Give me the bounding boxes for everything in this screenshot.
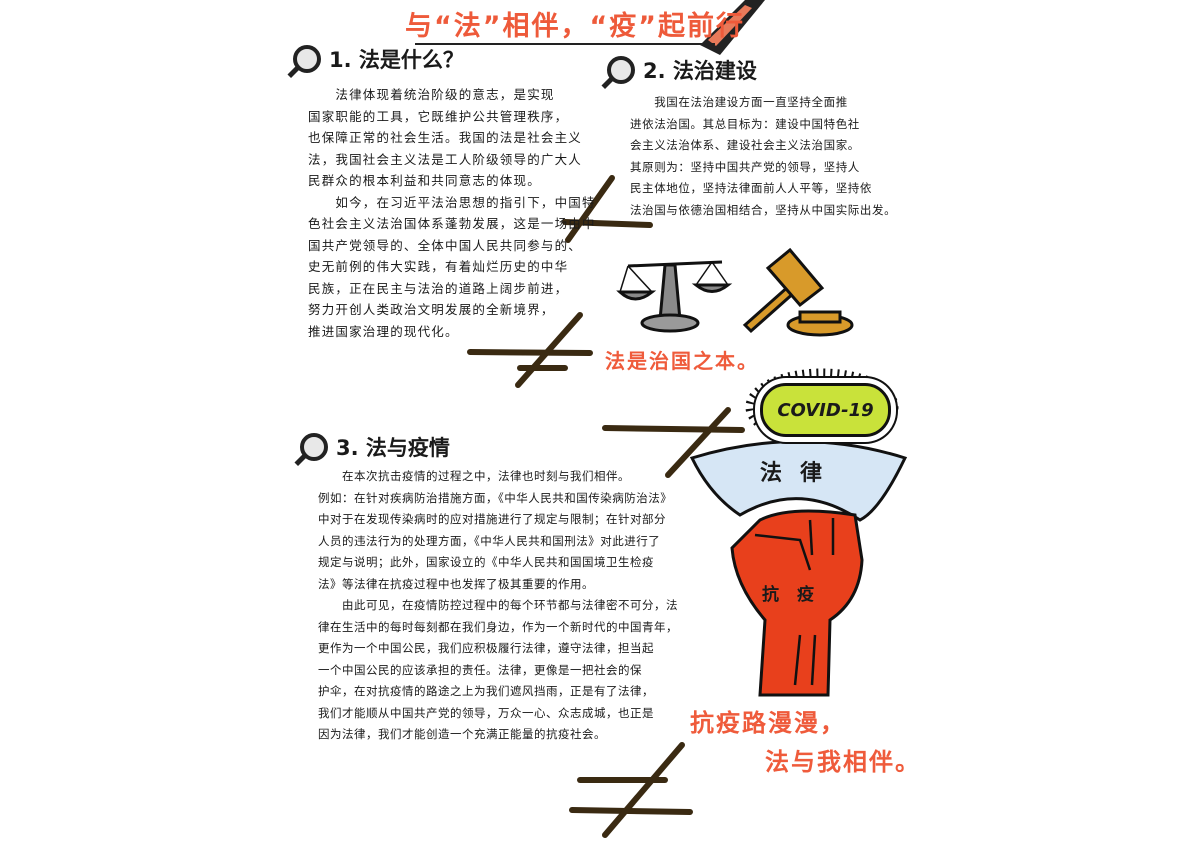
shield-icon: [689, 440, 908, 522]
title-underline: [415, 43, 715, 45]
pen-icon: [700, 0, 765, 55]
section-heading-text: 3. 法与疫情: [336, 436, 450, 460]
magnifier-icon: [607, 56, 635, 84]
text-line: 我们才能顺从中国共产党的领导，万众一心、众志成城，也正是: [318, 705, 654, 720]
text-line: 护伞，在对抗疫情的路途之上为我们遮风挡雨，正是有了法律，: [318, 684, 654, 698]
text-line: 在本次抗击疫情的过程之中，法律也时刻与我们相伴。: [318, 469, 630, 483]
text-line: 由此可见，在疫情防控过程中的每个环节都与法律密不可分，法: [318, 598, 678, 612]
text-line: 中对于在发现传染病时的应对措施进行了规定与限制；在针对部分: [318, 512, 666, 526]
section-2-heading: 2. 法治建设: [607, 55, 757, 85]
text-line: 推进国家治理的现代化。: [308, 323, 459, 339]
text-line: 色社会主义法治国体系蓬勃发展，这是一场由中: [308, 216, 596, 231]
text-line: 也保障正常的社会生活。我国的法是社会主义: [308, 130, 583, 145]
text-line: 努力开创人类政治文明发展的全新境界，: [308, 302, 555, 317]
text-line: 更作为一个中国公民，我们应积极履行法律，遵守法律，担当起: [318, 641, 654, 655]
text-line: 规定与说明；此外，国家设立的《中华人民共和国国境卫生检疫: [318, 555, 654, 569]
text-line: 民族，正在民主与法治的道路上阔步前进，: [308, 280, 569, 296]
text-line: 史无前例的伟大实践，有着灿烂历史的中华: [308, 259, 569, 274]
magnifier-icon: [300, 433, 328, 461]
text-line: 法治国与依德治国相结合，坚持从中国实际出发。: [630, 202, 897, 217]
text-line: 例如：在针对疾病防治措施方面，《中华人民共和国传染病防治法》: [318, 490, 673, 505]
text-line: 国共产党领导的、全体中国人民共同参与的、: [308, 237, 583, 253]
poster-title: 与“法”相伴，“疫”起前行: [405, 11, 745, 42]
shield-label: 法律: [760, 461, 841, 486]
text-line: 民主体地位，坚持法律面前人人平等，坚持依: [630, 181, 872, 195]
slogan-fight-line-1: 抗疫路漫漫，: [690, 709, 846, 737]
stick-decoration: [467, 175, 745, 838]
section-3-heading: 3. 法与疫情: [300, 432, 450, 462]
scale-icon: [616, 260, 733, 333]
magnifier-icon: [293, 45, 321, 73]
text-line: 法律体现着统治阶级的意志，是实现: [308, 87, 555, 102]
covid-badge: COVID-19: [760, 383, 891, 437]
section-1-body: 法律体现着统治阶级的意志，是实现国家职能的工具，它既维护公共管理秩序， 也保障正常…: [308, 84, 596, 342]
section-2-body: 我国在法治建设方面一直坚持全面推进依法治国。其总目标为：建设中国特色社会主义法治…: [630, 92, 896, 221]
fist-icon: [730, 509, 864, 697]
fist-label: 抗疫: [762, 585, 832, 605]
text-line: 进依法治国。其总目标为：建设中国特色社: [630, 116, 860, 131]
slogan-law: 法是治国之本。: [605, 349, 759, 373]
gavel-icon: [742, 247, 854, 337]
text-line: 如今，在习近平法治思想的指引下，中国特: [308, 194, 596, 210]
text-line: 民群众的根本利益和共同意志的体现。: [308, 173, 541, 188]
section-heading-text: 1. 法是什么？: [329, 48, 464, 72]
section-heading-text: 2. 法治建设: [643, 59, 757, 83]
text-line: 人员的违法行为的处理方面，《中华人民共和国刑法》对此进行了: [318, 533, 661, 548]
text-line: 我国在法治建设方面一直坚持全面推: [630, 95, 848, 109]
section-3-body: 在本次抗击疫情的过程之中，法律也时刻与我们相伴。例如：在针对疾病防治措施方面，《…: [318, 466, 678, 746]
text-line: 一个中国公民的应该承担的责任。法律，更像是一把社会的保: [318, 662, 642, 677]
text-line: 其原则为：坚持中国共产党的领导，坚持人: [630, 159, 860, 174]
text-line: 律在生活中的每时每刻都在我们身边，作为一个新时代的中国青年，: [318, 619, 678, 634]
text-line: 法》等法律在抗疫过程中也发挥了极其重要的作用。: [318, 576, 594, 591]
text-line: 国家职能的工具，它既维护公共管理秩序，: [308, 108, 569, 124]
section-1-heading: 1. 法是什么？: [293, 44, 464, 74]
text-line: 法，我国社会主义法是工人阶级领导的广大人: [308, 151, 583, 167]
slogan-fight-line-2: 法与我相伴。: [765, 748, 921, 776]
text-line: 因为法律，我们才能创造一个充满正能量的抗疫社会。: [318, 727, 606, 741]
text-line: 会主义法治体系、建设社会主义法治国家。: [630, 138, 860, 152]
